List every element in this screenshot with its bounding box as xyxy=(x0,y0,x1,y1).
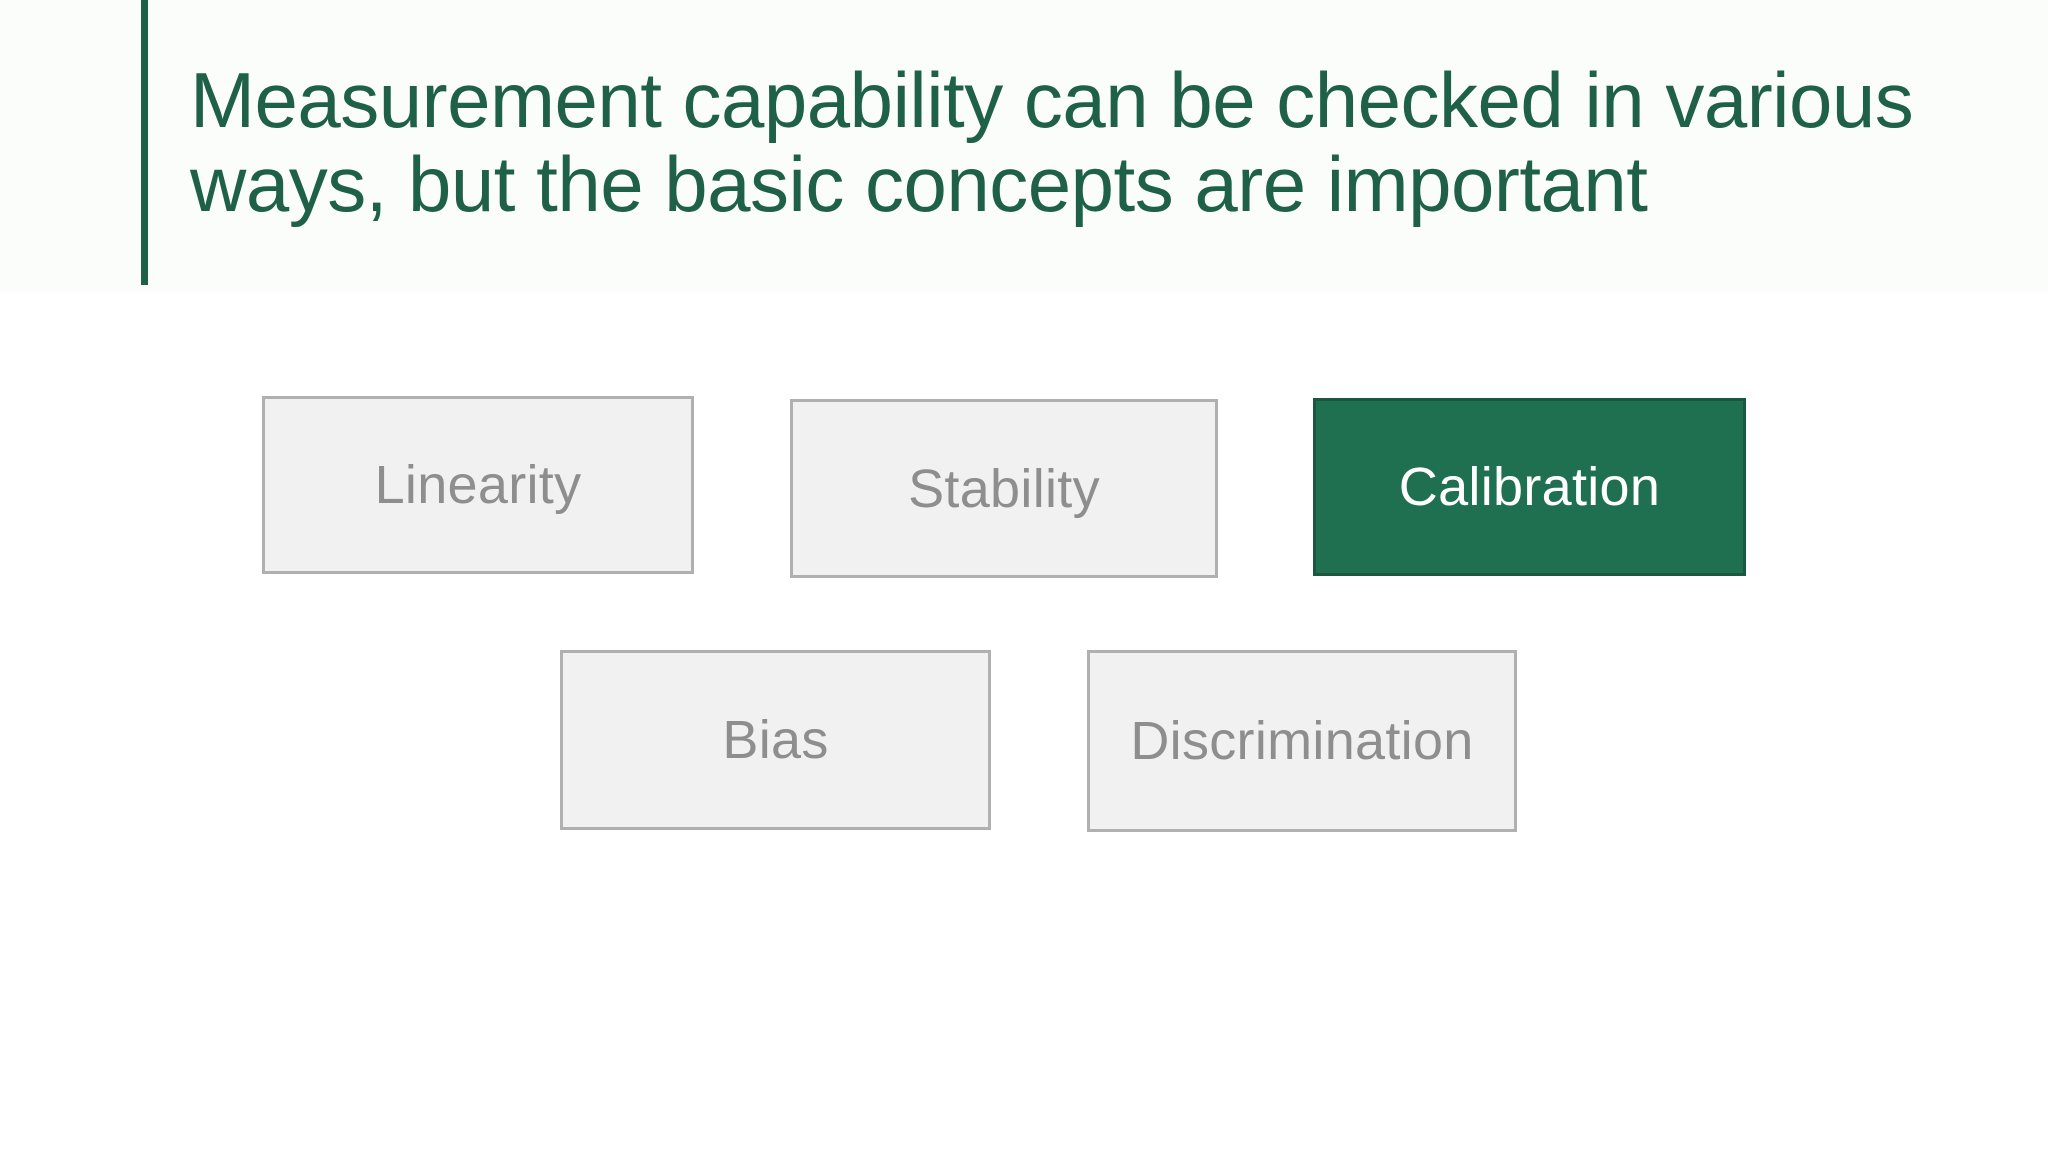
page-title: Measurement capability can be checked in… xyxy=(190,56,1914,229)
concept-label: Calibration xyxy=(1398,457,1661,517)
concept-box-stability[interactable]: Stability xyxy=(790,399,1218,578)
concept-label: Linearity xyxy=(374,455,582,515)
title-accent-bar xyxy=(141,0,148,285)
title-band xyxy=(0,0,2048,292)
slide-footer: cc $ 40 European Students xyxy=(0,1000,2048,1152)
concept-box-linearity[interactable]: Linearity xyxy=(262,396,694,574)
concept-label: Bias xyxy=(722,710,829,770)
concept-label: Discrimination xyxy=(1130,711,1474,771)
concept-box-discrimination[interactable]: Discrimination xyxy=(1087,650,1517,832)
concept-label: Stability xyxy=(908,458,1100,519)
concept-box-calibration[interactable]: Calibration xyxy=(1313,398,1746,576)
concept-box-bias[interactable]: Bias xyxy=(560,650,991,830)
